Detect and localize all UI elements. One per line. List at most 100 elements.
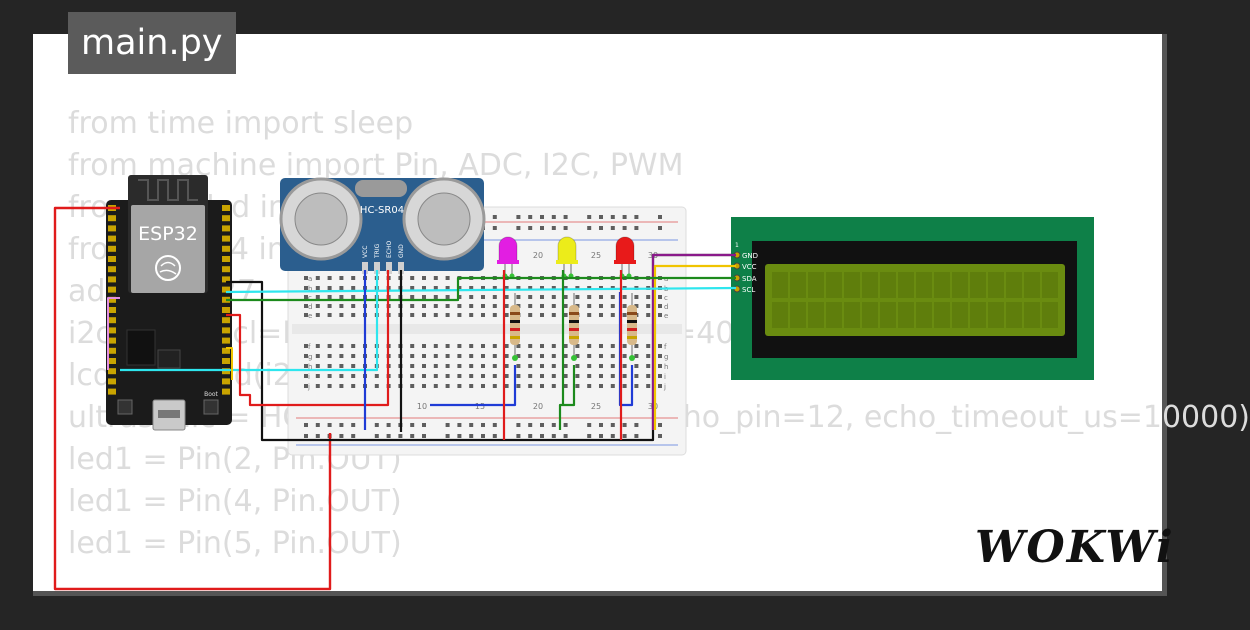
- breadboard-hole: [587, 384, 592, 388]
- breadboard-hole: [504, 374, 509, 378]
- rail-hole: [410, 423, 415, 427]
- breadboard-hole: [504, 344, 509, 348]
- lcd-cell: [1042, 302, 1058, 328]
- breadboard-hole: [469, 354, 474, 358]
- breadboard-hole: [634, 364, 639, 368]
- rail-hole: [622, 434, 627, 438]
- wire-red-vcc: [53, 206, 332, 591]
- file-tab[interactable]: main.py: [68, 12, 236, 74]
- esp32-pin-left: [108, 388, 116, 395]
- breadboard-hole: [457, 304, 462, 308]
- breadboard-hole: [610, 374, 615, 378]
- breadboard-hole: [492, 344, 497, 348]
- rail-hole: [563, 226, 568, 230]
- breadboard-hole: [599, 364, 603, 368]
- breadboard-hole: [587, 295, 592, 299]
- breadboard-hole: [374, 384, 379, 388]
- breadboard-hole: [504, 313, 509, 317]
- esp32-pin-right: [222, 225, 230, 232]
- breadboard-hole: [445, 276, 450, 280]
- rail-hole: [528, 423, 533, 427]
- breadboard-hole: [528, 374, 533, 378]
- wire-cyan-scl: [225, 286, 737, 294]
- resistor-node: [512, 355, 518, 361]
- breadboard-hole: [658, 374, 662, 378]
- rail-hole: [492, 434, 497, 438]
- breadboard-hole: [599, 295, 603, 299]
- breadboard-hole: [575, 286, 580, 290]
- sensor-pin-label: GND: [398, 244, 405, 258]
- breadboard-hole: [492, 354, 497, 358]
- resistor-band: [627, 312, 637, 315]
- breadboard-hole: [422, 286, 426, 290]
- esp32-pin-left: [108, 368, 116, 375]
- breadboard-hole: [445, 364, 450, 368]
- rail-hole: [540, 434, 544, 438]
- lcd-cell: [898, 272, 914, 298]
- led-body: [615, 236, 635, 263]
- breadboard-hole: [457, 374, 462, 378]
- breadboard-hole: [422, 364, 426, 368]
- rail-hole: [492, 226, 497, 230]
- rail-hole: [304, 434, 308, 438]
- breadboard-hole: [599, 354, 603, 358]
- breadboard-hole: [516, 344, 521, 348]
- breadboard-hole: [658, 354, 662, 358]
- esp32-pin-right: [222, 235, 230, 242]
- breadboard-hole: [445, 384, 450, 388]
- rail-hole: [587, 434, 592, 438]
- breadboard-hole: [327, 313, 332, 317]
- wire-green-sda: [226, 276, 736, 302]
- breadboard-hole: [492, 313, 497, 317]
- breadboard-hole: [504, 364, 509, 368]
- column-number: 20: [533, 402, 543, 411]
- lcd-cell: [934, 302, 950, 328]
- rail-hole: [445, 423, 450, 427]
- rail-hole: [610, 434, 615, 438]
- rail-hole: [634, 226, 639, 230]
- breadboard-hole: [528, 344, 533, 348]
- boot-button[interactable]: [203, 399, 219, 415]
- breadboard-hole: [646, 344, 651, 348]
- led-body: [557, 236, 577, 263]
- esp32-pin-left: [108, 358, 116, 364]
- esp32-pin-right: [222, 358, 230, 364]
- row-letter: d: [664, 303, 668, 311]
- breadboard-hole: [351, 286, 356, 290]
- code-line: led1 = Pin(5, Pin.OUT): [68, 526, 402, 561]
- breadboard-hole: [610, 384, 615, 388]
- breadboard-hole: [622, 354, 627, 358]
- breadboard-hole: [445, 344, 450, 348]
- rail-hole: [563, 434, 568, 438]
- breadboard-hole: [599, 313, 603, 317]
- rail-hole: [622, 423, 627, 427]
- breadboard-hole: [304, 295, 308, 299]
- breadboard-hole: [528, 354, 533, 358]
- rail-hole: [563, 215, 568, 219]
- breadboard-hole: [339, 354, 344, 358]
- breadboard-hole: [492, 374, 497, 378]
- espressif-logo-icon: [155, 255, 181, 281]
- resistor-band: [627, 328, 637, 331]
- breadboard-hole: [445, 295, 450, 299]
- lcd-cell: [970, 302, 986, 328]
- breadboard-hole: [516, 374, 521, 378]
- breadboard-hole: [457, 344, 462, 348]
- lcd-cell: [790, 272, 806, 298]
- esp32-pin-left: [108, 276, 116, 283]
- rail-hole: [516, 434, 521, 438]
- rail-hole: [528, 434, 533, 438]
- rail-hole: [634, 423, 639, 427]
- wire-purple-lcd-gnd: [651, 253, 736, 430]
- breadboard-hole: [516, 384, 521, 388]
- column-number: 25: [591, 402, 601, 411]
- esp32-pin-left: [108, 296, 116, 303]
- resistor-band: [510, 336, 520, 339]
- lcd-cell: [844, 272, 860, 298]
- en-button[interactable]: [117, 399, 133, 415]
- breadboard-hole: [304, 286, 308, 290]
- breadboard-hole: [351, 354, 356, 358]
- esp32-pin-left: [108, 337, 116, 344]
- esp32-pin-right: [222, 307, 230, 313]
